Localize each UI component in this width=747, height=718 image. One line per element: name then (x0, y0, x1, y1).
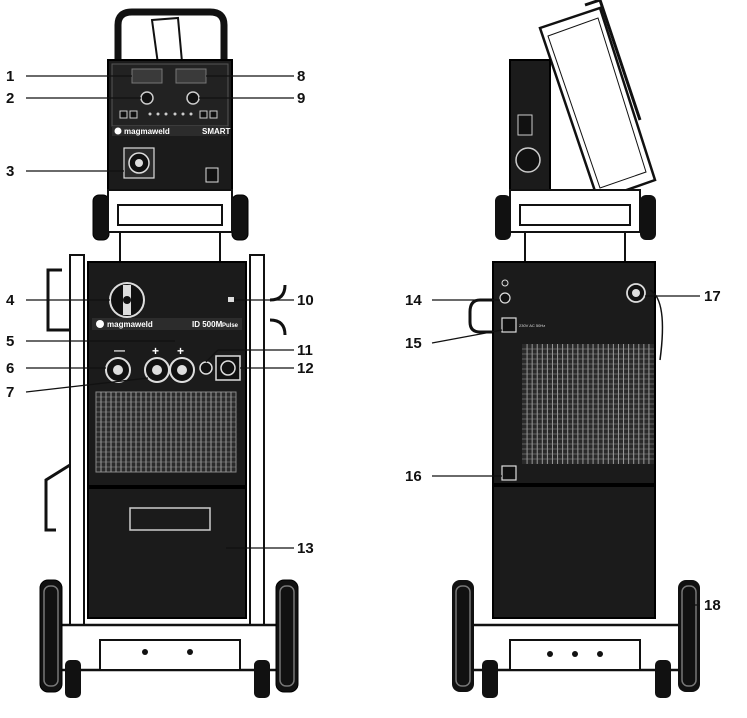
feeder-wheel-right (231, 194, 249, 241)
cart-wheel-rear-left (452, 580, 474, 692)
spool-cover (150, 16, 184, 66)
indicator-lamp (228, 297, 234, 302)
lower-cabinet-rear (492, 485, 656, 619)
callout-7: 7 (6, 384, 14, 401)
caster-right (254, 660, 270, 698)
feeder-button[interactable] (129, 110, 138, 119)
source-variant: Pulse (222, 323, 239, 329)
feeder-wheel-rear-right (640, 195, 656, 240)
callout-16: 16 (405, 468, 422, 485)
gas-connector-icon (205, 167, 219, 183)
feeder-display-right (175, 68, 207, 84)
cart-wheel-left (39, 579, 63, 693)
callout-3: 3 (6, 163, 14, 180)
feeder-rear-cover (538, 6, 657, 202)
source-logo-icon (96, 320, 104, 328)
rear-cable-hook (468, 298, 492, 334)
caster-rear-left (482, 660, 498, 698)
mains-inlet[interactable] (501, 465, 517, 481)
feeder-display-left (131, 68, 163, 84)
feeder-wheel-left (92, 194, 110, 241)
socket-label: 230V AC 50Hz (519, 323, 545, 328)
feeder-button[interactable] (119, 110, 128, 119)
feeder-knob-left[interactable] (140, 91, 154, 105)
cable-hook-left-lower (44, 463, 71, 532)
caster-rear-right (655, 660, 671, 698)
callout-12: 12 (297, 360, 314, 377)
leader-lines (25, 75, 700, 606)
callout-15: 15 (405, 335, 422, 352)
caster-left (65, 660, 81, 698)
minus-sign: — (114, 345, 125, 357)
cart-wheel-right (275, 579, 299, 693)
callout-6: 6 (6, 360, 14, 377)
callout-5: 5 (6, 333, 14, 350)
callout-18: 18 (704, 597, 721, 614)
feeder-brand: magmaweld (124, 127, 170, 136)
callout-11: 11 (297, 342, 313, 359)
callout-17: 17 (704, 288, 721, 305)
feeder-button[interactable] (209, 110, 218, 119)
callout-numbers: 1 2 3 4 5 6 7 8 9 10 11 12 13 14 15 16 1… (6, 68, 721, 614)
callout-14: 14 (405, 292, 422, 309)
feeder-wheel-rear-left (495, 195, 511, 240)
source-model: ID 500M (192, 320, 223, 329)
plus-sign-b: + (177, 344, 184, 358)
feeder-logo-icon (114, 127, 122, 135)
control-connector[interactable] (215, 355, 241, 381)
rear-view: 230V AC 50Hz (452, 0, 700, 698)
power-socket-icon[interactable] (501, 317, 517, 333)
plus-sign-a: + (152, 344, 159, 358)
cart-rail-right (249, 254, 265, 636)
source-brand: magmaweld (107, 320, 153, 329)
feeder-button[interactable] (199, 110, 208, 119)
callout-9: 9 (297, 90, 305, 107)
feeder-handle (114, 8, 228, 62)
cart-rail-left (69, 254, 85, 636)
callout-10: 10 (297, 292, 314, 309)
cable-hook-right (269, 284, 287, 336)
fuse-holder[interactable] (499, 292, 511, 304)
small-connector[interactable] (199, 361, 213, 375)
callout-8: 8 (297, 68, 305, 85)
cart-wheel-rear-right (678, 580, 700, 692)
callout-2: 2 (6, 90, 14, 107)
callout-1: 1 (6, 68, 14, 85)
callout-4: 4 (6, 292, 15, 309)
front-view: magmaweld SMART magmaweld ID 500M Pulse … (39, 8, 299, 698)
feeder-model: SMART (202, 127, 231, 136)
feeder-knob-right[interactable] (186, 91, 200, 105)
callout-13: 13 (297, 540, 314, 557)
